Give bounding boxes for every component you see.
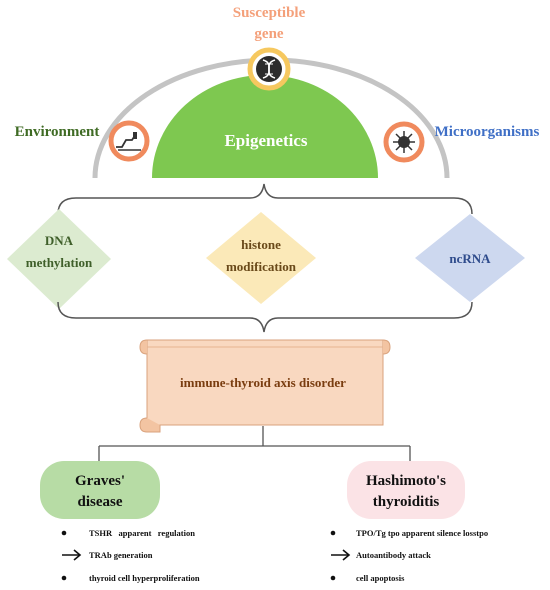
hashimoto-effect-2: Autoantibody attack: [356, 550, 431, 560]
dna-methylation-label-line1: DNA: [45, 233, 74, 248]
graves-effects-list: TSHR apparent regulation TRAb generation…: [61, 528, 200, 583]
immune-thyroid-scroll: immune-thyroid axis disorder: [139, 339, 391, 433]
environment-label: Environment: [15, 124, 100, 140]
epigenetics-label: Epigenetics: [224, 131, 307, 150]
immune-thyroid-label: immune-thyroid axis disorder: [180, 375, 346, 390]
connector-lines: [98, 426, 411, 461]
dna-icon: [247, 47, 291, 91]
epigenetics-dome: [152, 75, 378, 178]
susceptible-gene-label-line1: Susceptible: [233, 5, 306, 21]
histone-modification-label-line2: modification: [226, 259, 297, 274]
hashimoto-title-line2: thyroiditis: [373, 494, 440, 510]
ncrna-node: ncRNA: [415, 214, 525, 302]
bullet-dot: [61, 575, 67, 581]
bullet-dot: [330, 575, 336, 581]
arrow-icon: [331, 549, 351, 561]
graves-disease-node: Graves' disease: [40, 461, 160, 519]
bottom-brace: [57, 301, 473, 333]
microorganisms-label: Microorganisms: [435, 124, 540, 140]
hashimoto-title-line1: Hashimoto's: [366, 473, 446, 489]
bullet-dot: [330, 530, 336, 536]
graves-effect-2: TRAb generation: [89, 550, 153, 560]
hashimoto-effect-1: TPO/Tg tpo apparent silence losstpo: [356, 528, 488, 538]
graves-title-line2: disease: [78, 494, 123, 510]
dna-methylation-node: DNA methylation: [7, 209, 111, 309]
histone-modification-node: histone modification: [206, 212, 316, 304]
hashimoto-effect-3: cell apoptosis: [356, 573, 405, 583]
top-brace: [57, 183, 473, 215]
hashimoto-thyroiditis-node: Hashimoto's thyroiditis: [347, 461, 465, 519]
arrow-icon: [62, 549, 82, 561]
graves-title-line1: Graves': [75, 473, 125, 489]
dna-methylation-label-line2: methylation: [26, 255, 93, 270]
graves-effect-3: thyroid cell hyperproliferation: [89, 573, 200, 583]
environment-icon: [108, 120, 150, 162]
bullet-dot: [61, 530, 67, 536]
graves-effect-1: TSHR apparent regulation: [89, 528, 195, 538]
microorganism-icon: [383, 121, 425, 163]
susceptible-gene-label-line2: gene: [254, 26, 284, 42]
histone-modification-label-line1: histone: [241, 237, 281, 252]
hashimoto-effects-list: TPO/Tg tpo apparent silence losstpo Auto…: [330, 528, 488, 583]
ncrna-label: ncRNA: [449, 251, 491, 266]
